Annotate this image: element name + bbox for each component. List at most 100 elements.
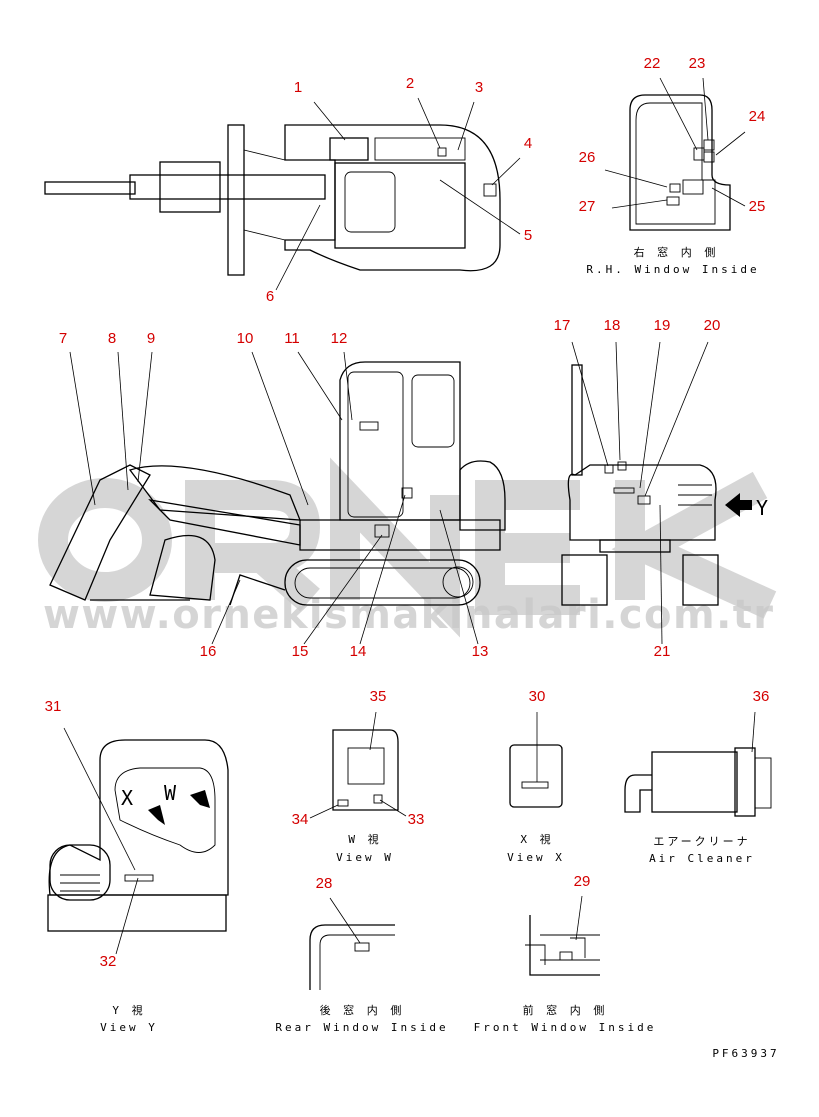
leader-line-10	[251, 351, 309, 506]
caption-air-cleaner-en: Air Cleaner	[649, 852, 755, 865]
leader-line-26	[604, 169, 668, 188]
caption-rear-window-en: Rear Window Inside	[275, 1021, 448, 1034]
callout-14: 14	[350, 643, 367, 660]
callout-32: 32	[100, 953, 117, 970]
callout-33: 33	[408, 811, 425, 828]
arrow-icon	[148, 805, 165, 825]
callout-13: 13	[472, 643, 489, 660]
top-view-excavator	[44, 124, 501, 276]
caption-view-x-en: View X	[507, 851, 565, 864]
callout-24: 24	[749, 108, 766, 125]
leader-line-11	[297, 351, 343, 421]
leader-line-24	[715, 131, 746, 156]
callout-18: 18	[604, 317, 621, 334]
caption-front-window-en: Front Window Inside	[474, 1021, 657, 1034]
leader-line-21	[659, 504, 663, 645]
rear-window-view	[309, 924, 395, 990]
caption-rear-window-jp: 後 窓 内 側	[320, 1003, 405, 1017]
callout-20: 20	[704, 317, 721, 334]
leader-line-31	[63, 727, 136, 871]
callout-1: 1	[294, 79, 302, 96]
callout-8: 8	[108, 330, 116, 347]
callout-19: 19	[654, 317, 671, 334]
leader-line-4	[491, 157, 521, 186]
callout-2: 2	[406, 75, 414, 92]
leader-line-7	[69, 351, 96, 506]
leader-line-28	[329, 897, 361, 944]
leader-line-32	[115, 877, 139, 955]
leader-line-3	[457, 101, 475, 151]
callout-25: 25	[749, 198, 766, 215]
callout-28: 28	[316, 875, 333, 892]
caption-rh-window-en: R.H. Window Inside	[586, 263, 759, 276]
leader-line-8	[117, 351, 129, 491]
callout-35: 35	[370, 688, 387, 705]
leader-line-22	[659, 77, 698, 151]
callout-12: 12	[331, 330, 348, 347]
side-view-excavator	[49, 361, 506, 606]
callout-22: 22	[644, 55, 661, 72]
view-w	[332, 729, 399, 811]
callout-26: 26	[579, 149, 596, 166]
leader-line-33	[379, 799, 407, 817]
view-y-arrow-icon	[725, 493, 752, 517]
callout-3: 3	[475, 79, 483, 96]
leader-line-13	[439, 509, 479, 645]
caption-front-window-jp: 前 窓 内 側	[523, 1003, 608, 1017]
caption-view-w-jp: W 視	[348, 832, 381, 846]
callout-27: 27	[579, 198, 596, 215]
caption-view-w-en: View W	[336, 851, 394, 864]
callout-15: 15	[292, 643, 309, 660]
view-w-marker: W	[164, 781, 177, 805]
callout-31: 31	[45, 698, 62, 715]
callout-5: 5	[524, 227, 532, 244]
air-cleaner	[624, 747, 772, 817]
leader-line-9	[137, 351, 153, 483]
callout-21: 21	[654, 643, 671, 660]
leader-line-36	[751, 711, 756, 753]
leader-line-29	[575, 895, 583, 941]
leader-line-23	[702, 77, 709, 141]
rh-window-view	[629, 94, 731, 231]
rear-view-excavator: Y	[561, 364, 768, 606]
leader-line-34	[309, 804, 339, 819]
leader-line-15	[303, 534, 383, 645]
leader-line-5	[439, 179, 521, 235]
callout-7: 7	[59, 330, 67, 347]
callout-30: 30	[529, 688, 546, 705]
callout-36: 36	[753, 688, 770, 705]
leader-line-12	[343, 351, 353, 421]
part-code: PF63937	[712, 1047, 779, 1060]
leader-line-27	[611, 199, 668, 209]
callout-11: 11	[284, 330, 300, 347]
callout-34: 34	[292, 811, 309, 828]
caption-view-y-jp: Y 視	[112, 1003, 145, 1017]
callout-29: 29	[574, 873, 591, 890]
leader-line-14	[359, 494, 406, 645]
leader-line-6	[275, 204, 321, 291]
watermark-brand-logo	[38, 457, 777, 638]
view-y: X W	[47, 739, 229, 932]
leader-line-20	[644, 341, 709, 497]
caption-air-cleaner-jp: エアークリーナ	[653, 835, 750, 848]
caption-view-y-en: View Y	[100, 1021, 158, 1034]
callout-23: 23	[689, 55, 706, 72]
leader-line-19	[639, 341, 661, 489]
callout-16: 16	[200, 643, 217, 660]
callout-17: 17	[554, 317, 571, 334]
leader-line-1	[313, 101, 346, 141]
leader-line-35	[369, 711, 377, 751]
caption-view-x-jp: X 視	[520, 832, 553, 846]
leader-line-18	[615, 341, 621, 461]
leader-line-16	[211, 579, 241, 645]
view-y-arrow-label: Y	[756, 496, 768, 520]
view-x	[509, 744, 563, 808]
watermark-url: www.ornekismakinalari.com.tr	[43, 592, 773, 638]
arrow-icon	[190, 790, 210, 808]
caption-rh-window-jp: 右 窓 内 側	[634, 245, 719, 259]
callout-6: 6	[266, 288, 274, 305]
callout-4: 4	[524, 135, 532, 152]
leader-line-17	[571, 341, 609, 467]
